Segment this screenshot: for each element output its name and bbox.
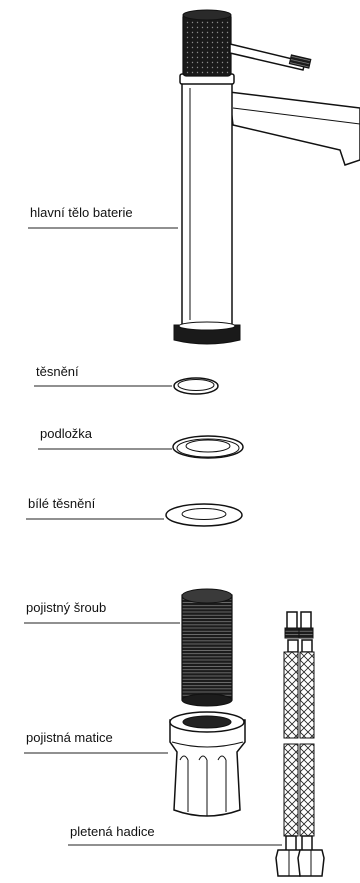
lock-nut: [169, 711, 246, 817]
braided-hose: [275, 611, 325, 877]
lock-screw: [181, 588, 233, 707]
label-washer-text: podložka: [40, 426, 93, 441]
label-washer: podložka: [38, 426, 172, 450]
label-braided-hose: pletená hadice: [68, 824, 282, 846]
knurled-handle: [182, 13, 232, 77]
label-lock-nut-text: pojistná matice: [26, 730, 113, 745]
label-braided-hose-text: pletená hadice: [70, 824, 155, 839]
gasket: [173, 377, 219, 395]
label-body-text: hlavní tělo baterie: [30, 205, 133, 220]
label-gasket: těsnění: [34, 364, 172, 387]
faucet-body: [173, 9, 360, 345]
label-lock-screw-text: pojistný šroub: [26, 600, 106, 615]
label-body: hlavní tělo baterie: [28, 205, 178, 229]
washer: [172, 435, 244, 459]
label-gasket-text: těsnění: [36, 364, 79, 379]
label-lock-nut: pojistná matice: [24, 730, 168, 754]
white-gasket: [165, 503, 243, 527]
label-white-gasket-text: bílé těsnění: [28, 496, 96, 511]
label-lock-screw: pojistný šroub: [24, 600, 180, 624]
label-white-gasket: bílé těsnění: [26, 496, 164, 520]
